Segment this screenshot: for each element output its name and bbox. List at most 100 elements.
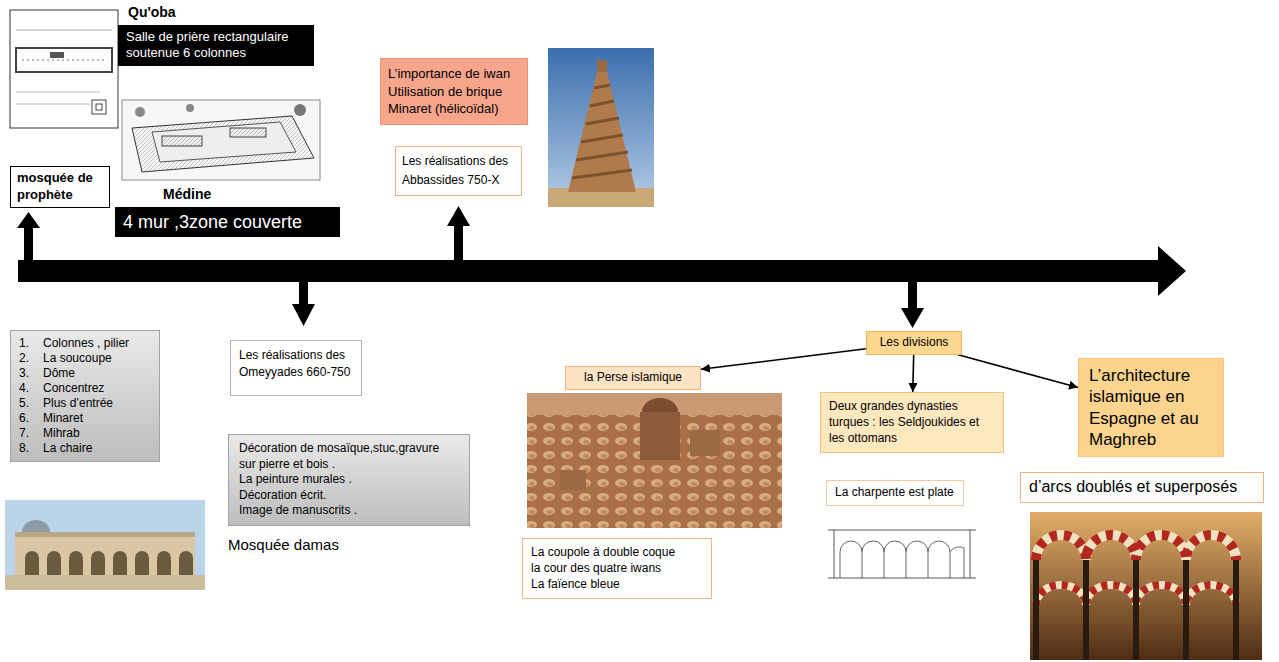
connector-arrow bbox=[701, 349, 866, 370]
list-item: Dôme bbox=[43, 366, 151, 381]
feature-box: La coupole à double coquela cour des qua… bbox=[522, 538, 712, 599]
timeline-tick-down bbox=[901, 281, 924, 328]
mosque-plan-sketch bbox=[96, 104, 102, 110]
persian-city-photo bbox=[527, 393, 782, 528]
timeline-tick-down bbox=[292, 281, 315, 326]
list-number: 5. bbox=[19, 396, 35, 411]
caption-label: Mosquée damas bbox=[228, 536, 339, 553]
box-text: Les réalisations des Omeyyades 660-750 bbox=[239, 347, 353, 381]
list-number: 4. bbox=[19, 381, 35, 396]
flat-roof-section-drawing bbox=[818, 512, 986, 590]
damascus-mosque-photo bbox=[22, 520, 50, 532]
timeline-bar bbox=[18, 260, 1160, 282]
box-text: La peinture murales . bbox=[239, 472, 459, 488]
medina-mosque-engraving bbox=[132, 116, 314, 172]
timeline-tick-down bbox=[299, 281, 308, 305]
box-text: La coupole à double coque bbox=[531, 544, 703, 560]
card-heading: Qu'oba bbox=[118, 4, 314, 25]
persian-city-photo bbox=[642, 398, 678, 412]
mosque-plan-sketch bbox=[16, 48, 112, 72]
list-item: La soucoupe bbox=[43, 351, 151, 366]
mosque-card: Qu'obaSalle de prière rectangulaire sout… bbox=[118, 4, 314, 66]
mosque-plan-sketch bbox=[10, 10, 118, 128]
mosque-plan-sketch bbox=[22, 60, 106, 61]
list-number: 8. bbox=[19, 441, 35, 456]
damascus-mosque-photo bbox=[5, 575, 205, 590]
cordoba-arches-photo bbox=[1133, 560, 1139, 660]
persian-city-photo bbox=[640, 412, 680, 460]
feature-box: L’importance de iwanUtilisation de briqu… bbox=[380, 58, 528, 125]
connector-arrow bbox=[957, 355, 1078, 388]
medina-mosque-engraving bbox=[152, 122, 296, 162]
flat-roof-section-drawing bbox=[840, 541, 964, 578]
flat-roof-section-drawing bbox=[828, 530, 976, 578]
cordoba-arches-photo bbox=[1233, 560, 1239, 660]
timeline-tick-up bbox=[17, 212, 40, 261]
cordoba-arches-photo bbox=[1033, 560, 1039, 660]
list-item: Plus d’entrée bbox=[43, 396, 151, 411]
damascus-mosque-photo bbox=[5, 500, 205, 590]
mosque-plan-sketch bbox=[16, 104, 90, 105]
timeline-tick-down bbox=[901, 308, 924, 328]
timeline-tick-down bbox=[908, 281, 917, 309]
period-box: Les réalisations des Omeyyades 660-750 bbox=[230, 340, 362, 396]
timeline-bar bbox=[18, 246, 1186, 296]
feature-box: Décoration de mosaïque,stuc,gravure sur … bbox=[228, 434, 470, 526]
persian-city-photo bbox=[527, 393, 782, 528]
box-text: Les réalisations des Abbassides 750-X bbox=[402, 152, 515, 190]
cordoba-arches-photo bbox=[1036, 535, 1236, 560]
box-text: la cour des quatre iwans bbox=[531, 560, 703, 576]
box-text: L’importance de iwan bbox=[388, 65, 520, 83]
feature-box: La charpente est plate bbox=[826, 480, 964, 506]
box-text: mosquée de prophète bbox=[17, 170, 103, 204]
card-heading: Médine bbox=[115, 186, 340, 207]
cordoba-arches-photo bbox=[1030, 512, 1262, 660]
damascus-mosque-photo bbox=[15, 535, 195, 575]
element-list: 1.Colonnes , pilier2.La soucoupe3.Dôme4.… bbox=[10, 330, 160, 462]
timeline-tick-up bbox=[447, 206, 470, 261]
box-text: d’arcs doublés et superposés bbox=[1029, 477, 1255, 498]
feature-box: d’arcs doublés et superposés bbox=[1020, 472, 1264, 503]
medina-mosque-engraving bbox=[294, 104, 306, 116]
list-number: 2. bbox=[19, 351, 35, 366]
cordoba-arches-photo bbox=[1030, 512, 1262, 660]
persian-city-photo bbox=[560, 470, 586, 490]
box-text: Décoration de mosaïque,stuc,gravure sur … bbox=[239, 441, 459, 472]
medina-mosque-engraving bbox=[122, 100, 320, 180]
persian-city-photo bbox=[690, 430, 720, 456]
box-text: Les divisions bbox=[873, 335, 955, 351]
medina-mosque-engraving bbox=[122, 100, 320, 180]
list-number: 6. bbox=[19, 411, 35, 426]
mosque-box: mosquée de prophète bbox=[10, 166, 110, 208]
medina-mosque-engraving bbox=[186, 104, 194, 112]
list-item: La chaire bbox=[43, 441, 151, 456]
division-box: L’architecture islamique en Espagne et a… bbox=[1078, 358, 1224, 457]
card-body: 4 mur ,3zone couverte bbox=[115, 207, 340, 237]
connector-arrow bbox=[912, 355, 915, 392]
medina-mosque-engraving bbox=[230, 128, 266, 137]
damascus-mosque-photo bbox=[15, 532, 195, 537]
period-box: Les réalisations des Abbassides 750-X bbox=[395, 146, 522, 196]
list-number: 7. bbox=[19, 426, 35, 441]
spiral-minaret-photo bbox=[597, 60, 607, 72]
division-box: la Perse islamique bbox=[565, 366, 701, 390]
medina-mosque-engraving bbox=[162, 136, 202, 146]
list-number: 3. bbox=[19, 366, 35, 381]
box-text: La faïence bleue bbox=[531, 576, 703, 592]
timeline-tick-up bbox=[17, 212, 40, 228]
timeline-bar bbox=[1158, 246, 1186, 296]
medina-mosque-engraving bbox=[135, 107, 145, 117]
list-item: Minaret bbox=[43, 411, 151, 426]
box-text: Deux grandes dynasties turques : les Sel… bbox=[829, 398, 995, 447]
mosque-plan-sketch bbox=[92, 100, 106, 114]
spiral-minaret-photo bbox=[548, 48, 654, 207]
box-text: Image de manuscrits . bbox=[239, 503, 459, 519]
mosque-plan-sketch bbox=[50, 52, 64, 58]
damascus-mosque-photo bbox=[25, 551, 193, 575]
division-box: Les divisions bbox=[866, 331, 962, 355]
division-box: Deux grandes dynasties turques : les Sel… bbox=[820, 392, 1004, 453]
flat-roof-section-drawing bbox=[818, 512, 986, 590]
cordoba-arches-photo bbox=[1083, 560, 1089, 660]
timeline-tick-up bbox=[24, 226, 33, 261]
